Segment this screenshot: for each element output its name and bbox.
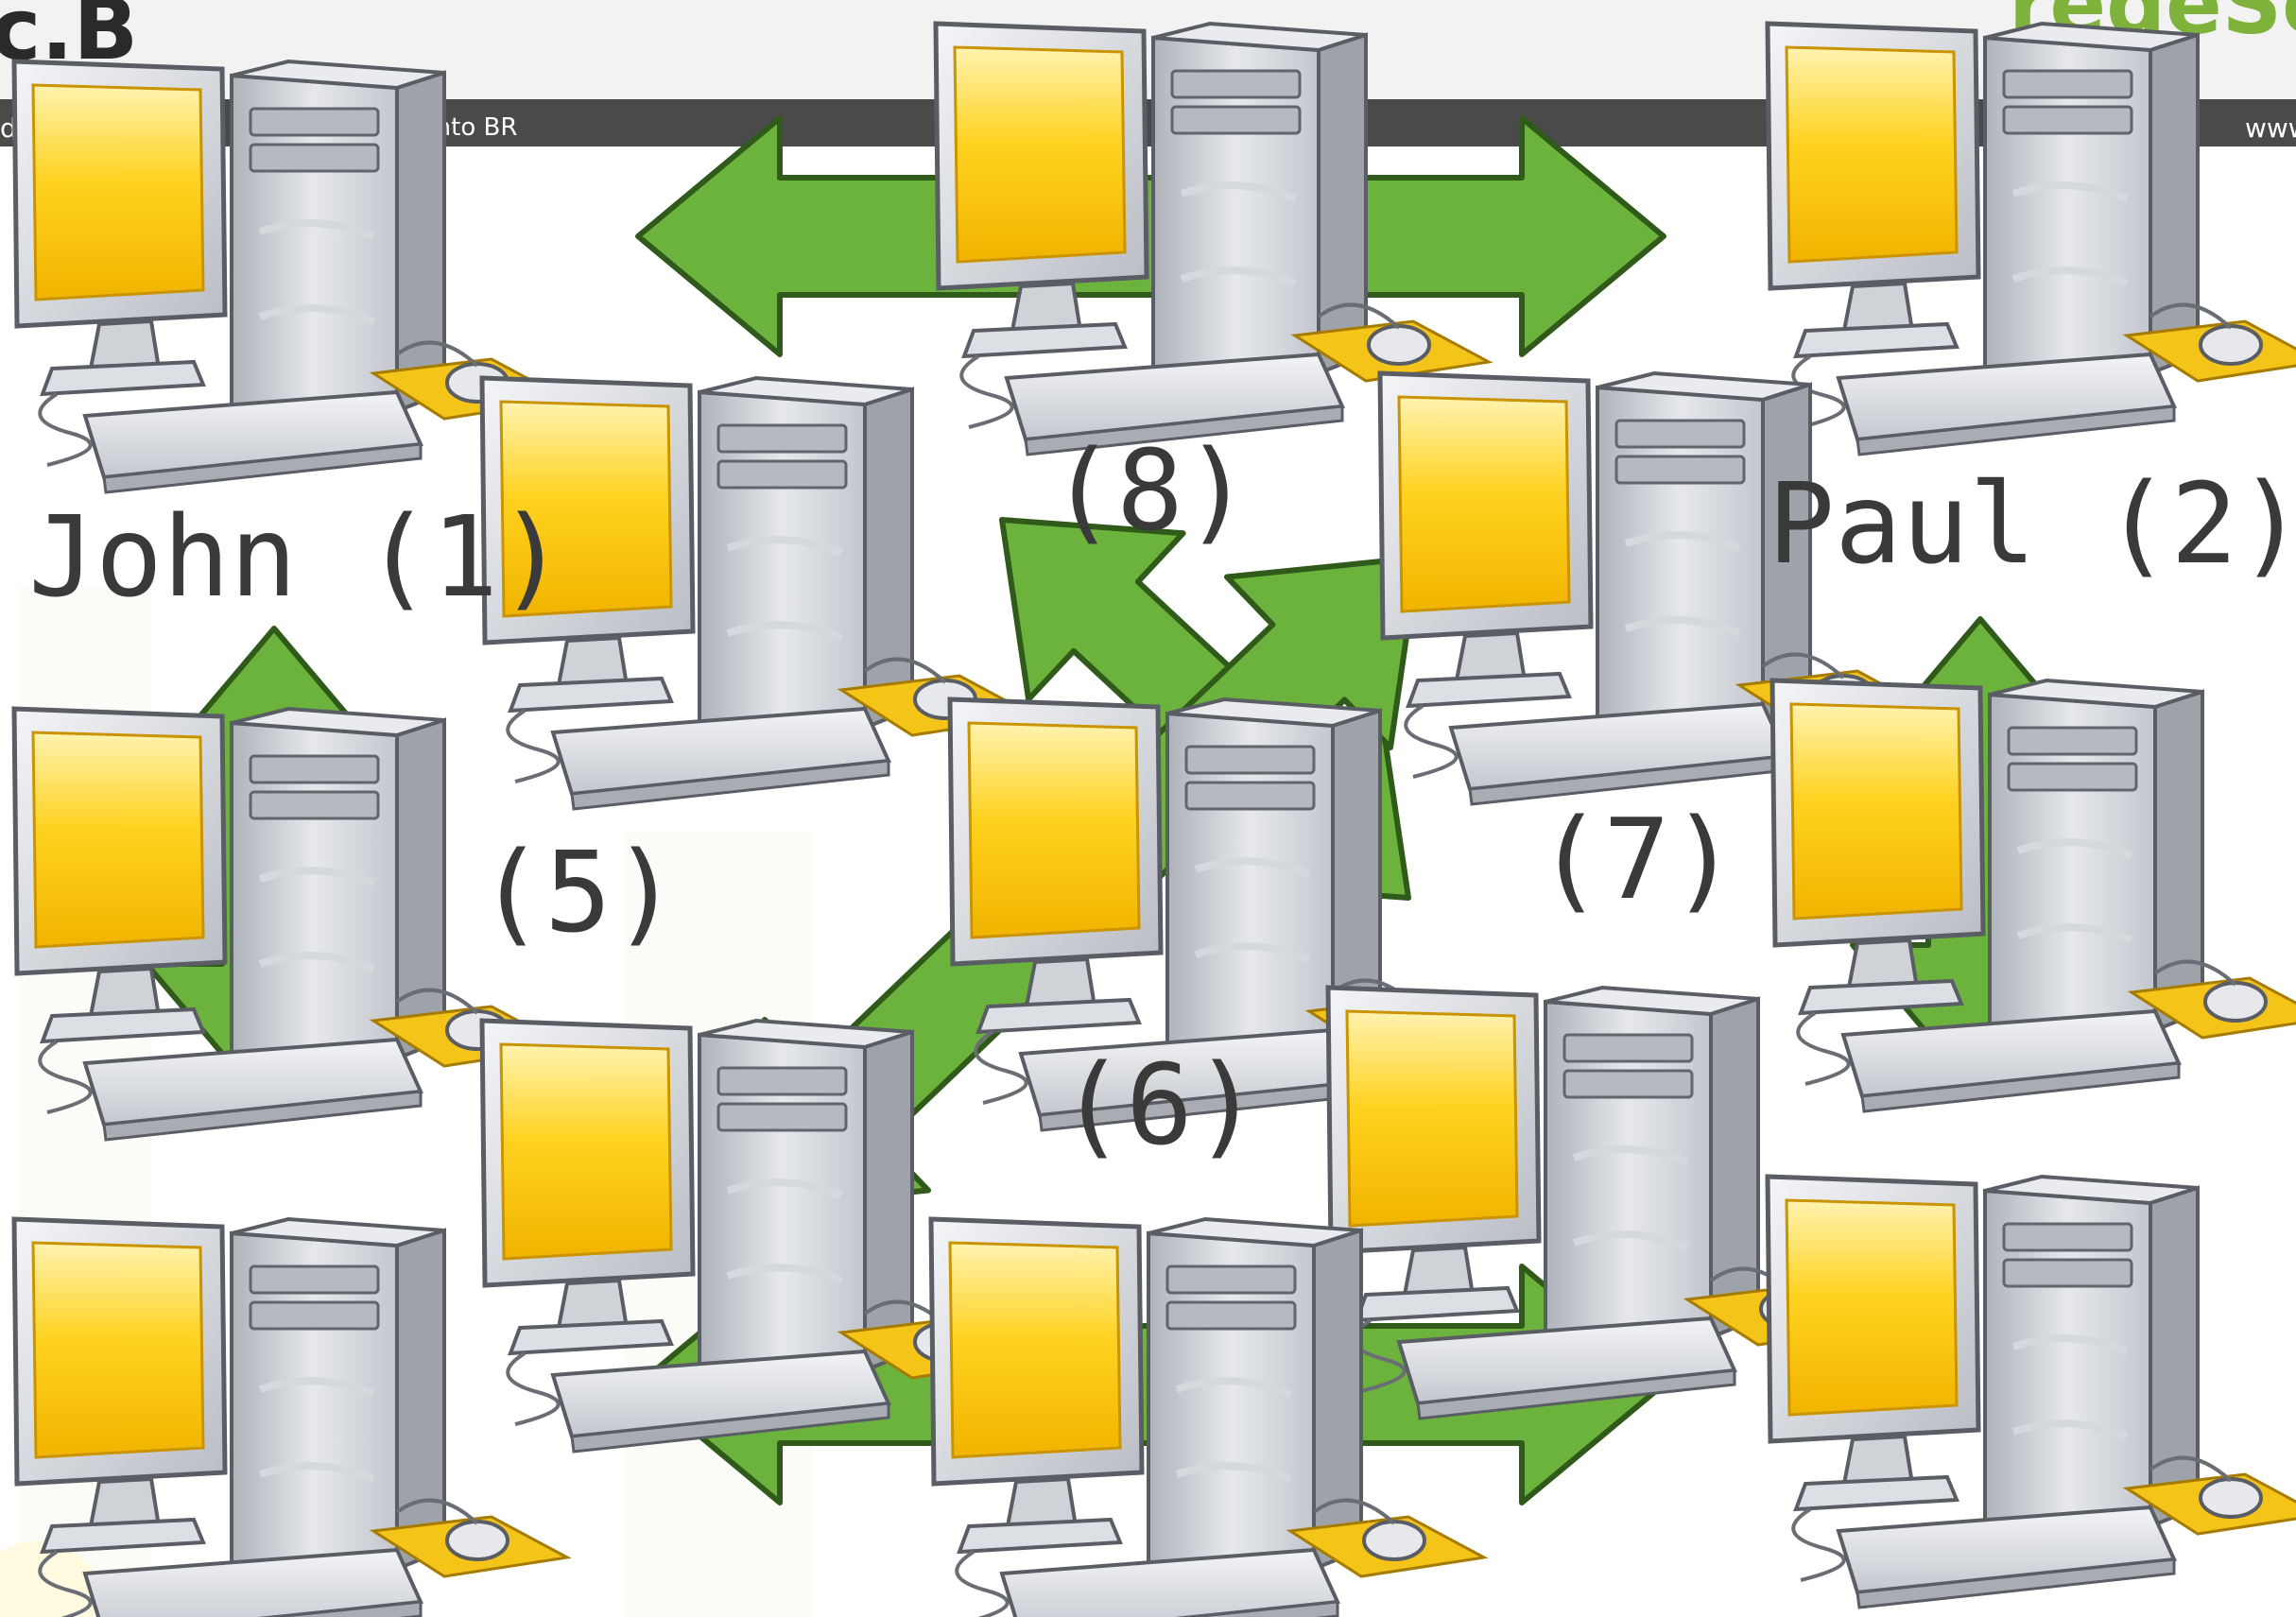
- label-node-8: (8): [1049, 425, 1251, 556]
- double-arrow-icon: [635, 115, 1666, 357]
- computer-icon: [1768, 1177, 2296, 1608]
- computers: [14, 24, 2296, 1617]
- computer-icon: [1772, 680, 2296, 1111]
- right-caption: www: [2245, 112, 2296, 144]
- label-node-7: (7): [1536, 794, 1737, 924]
- label-john: John (1): [28, 491, 565, 622]
- label-node-5: (5): [477, 827, 679, 957]
- node-labels: John (1) Paul (2) (8) (5) (7) (6): [28, 425, 2296, 1170]
- label-paul: Paul (2): [1768, 458, 2296, 589]
- label-node-6: (6): [1059, 1040, 1260, 1170]
